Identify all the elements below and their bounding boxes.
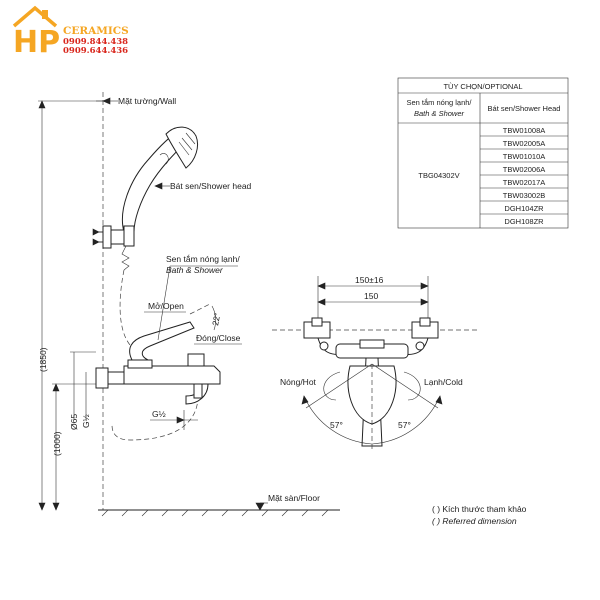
cold-label: Lạnh/Cold: [424, 377, 463, 387]
table-row: TBW02005A: [503, 139, 546, 148]
floor-label: Mặt sàn/Floor: [268, 493, 320, 503]
shower-hose-upper: [119, 269, 131, 346]
bath-shower-label-1: Sen tắm nóng lạnh/: [166, 254, 240, 264]
bath-shower-leader: [157, 265, 171, 341]
front-cartridge: [359, 339, 385, 349]
mixer-front-view: [303, 317, 439, 447]
table-col1-header-1: Sen tắm nóng lạnh/: [406, 98, 472, 107]
table-title: TÙY CHỌN/OPTIONAL: [443, 82, 522, 91]
cartridge-top: [127, 359, 153, 369]
shower-hose-lower: [111, 395, 199, 441]
shower-head: [121, 126, 199, 233]
table-row: TBW01010A: [503, 152, 546, 161]
wall-label: Mặt tường/Wall: [118, 96, 176, 106]
height-total-label: (1850): [38, 347, 48, 372]
center-distance-tol-label: 150±16: [355, 275, 384, 285]
open-angle-arc: [211, 305, 216, 331]
table-col1-header-2: Bath & Shower: [414, 109, 465, 118]
lever-cold-position: [403, 371, 421, 401]
open-angle-label: 22°: [210, 312, 222, 326]
cold-angle-label: 57°: [398, 420, 411, 430]
table-row: DGH108ZR: [504, 217, 544, 226]
wall-flange: [95, 367, 109, 389]
hot-label: Nóng/Hot: [280, 377, 317, 387]
diverter: [187, 353, 205, 367]
pipe-diameter-label: Ø65: [69, 414, 79, 430]
lever-hot-position: [323, 371, 341, 401]
table-row: TBW03002B: [503, 191, 546, 200]
table-col2-header: Bát sen/Shower Head: [488, 104, 561, 113]
cold-angle-arc: [371, 395, 441, 445]
mixer-lever: [129, 321, 195, 361]
center-distance-label: 150: [364, 291, 378, 301]
table-model: TBG04302V: [418, 171, 459, 180]
table-row: TBW02006A: [503, 165, 546, 174]
legend-line-2: ( ) Referred dimension: [432, 516, 517, 526]
table-row: TBW02017A: [503, 178, 546, 187]
hp-ceramics-logo: HP CERAMICS 0909.844.438 0909.644.436: [12, 5, 129, 60]
bath-shower-label-2: Bath & Shower: [166, 265, 224, 275]
close-label: Đóng/Close: [196, 333, 241, 343]
open-position-line: [189, 303, 211, 315]
table-row: TBW01008A: [503, 126, 546, 135]
logo-phone-2: 0909.644.436: [63, 46, 128, 56]
logo-phone-1: 0909.844.438: [63, 37, 128, 47]
hot-angle-arc: [303, 395, 373, 445]
height-mixer-label: (1000): [52, 431, 62, 456]
thread-g12-label: G½: [81, 414, 91, 428]
logo-brand: CERAMICS: [63, 25, 129, 37]
floor-arrow-icon: [255, 502, 265, 511]
thread-bottom-label: G½: [152, 409, 166, 419]
mixer-body: [123, 365, 221, 385]
mixer-side-view: [95, 321, 221, 405]
logo-letters: HP: [13, 25, 60, 60]
legend-line-1: ( ) Kích thước tham khảo: [432, 504, 527, 514]
hose-coil: [121, 245, 130, 271]
shower-outlet: [193, 383, 203, 399]
open-label: Mở/Open: [148, 301, 184, 311]
optional-table: TÙY CHỌN/OPTIONAL Sen tắm nóng lạnh/ Bat…: [397, 77, 569, 229]
shower-bracket: [92, 225, 135, 271]
floor-hatch: [101, 509, 329, 517]
house-roof-icon: [12, 5, 58, 28]
shower-head-label: Bát sen/Shower head: [170, 181, 252, 191]
chimney-icon: [42, 10, 48, 19]
table-row: DGH104ZR: [504, 204, 544, 213]
inlet-connector: [107, 371, 125, 385]
hot-angle-label: 57°: [330, 420, 343, 430]
